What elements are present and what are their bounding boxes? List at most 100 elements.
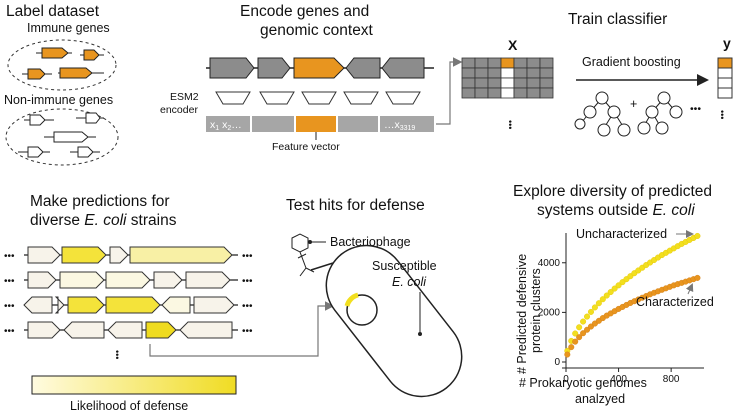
susceptible-label: Susceptible [372,259,437,273]
matrix-cell [500,87,515,99]
predicted-gene [105,296,161,314]
feature-vector-caption: Feature vector [272,141,340,153]
x-tick-label: 400 [610,374,627,385]
gene-arrow-2 [257,57,291,79]
predicted-gene [145,321,177,339]
decision-tree-1 [574,91,631,137]
track-dots-right: ••• [242,251,253,262]
predicted-gene [161,296,191,314]
plus-sign: + [630,97,637,111]
test-panel: Test hits for defense Bacteriophage Susc… [286,197,463,398]
track-dots-left: ••• [4,276,15,287]
data-point-characterized [564,351,571,358]
data-point-characterized [580,330,587,337]
predicted-genomes: •••••••••••••••••••••••• [4,246,253,339]
predicted-gene [54,296,65,314]
predicted-gene [179,321,233,339]
predict-title-line1: Make predictions for [30,193,170,210]
gradient-boosting-label: Gradient boosting [582,55,681,69]
x-axis-label-line2: analzyed [575,392,625,406]
x-tick-label: 0 [563,374,569,385]
matrix-cell [487,87,502,99]
predicted-gene [27,271,57,289]
predicted-gene [27,321,61,339]
track-dots-left: ••• [4,301,15,312]
matrix-cell [539,77,554,89]
data-point-uncharacterized [576,324,583,331]
x-axis-label: # Prokaryotic genomes [519,376,647,390]
matrix-cell [461,67,476,79]
predict-to-test-arrow [149,301,335,357]
genomes-more-dots: ••• [112,350,122,359]
nonimmune-genes-cluster [5,108,119,166]
data-point-uncharacterized [591,304,598,311]
decision-tree-2 [637,91,683,135]
matrix-cell [539,67,554,79]
feature-xn-sub: 3319 [400,125,416,132]
immune-genes-cluster [7,39,117,91]
bacteriophage-icon [291,233,315,277]
data-point-characterized [694,274,701,281]
predict-title-line2: diverse E. coli strains [30,212,177,229]
nonimmune-genes-label: Non-immune genes [4,93,113,107]
encode-title-line2: genomic context [260,22,374,39]
predicted-gene [193,296,235,314]
matrix-cell [500,67,515,79]
gene-arrow-5 [381,57,425,79]
ecoli-label: E. coli [392,275,427,289]
likelihood-label: Likelihood of defense [70,399,188,413]
legend-uncharacterized: Uncharacterized [576,227,667,241]
y-tick-label: 2000 [538,307,561,318]
y-tick-label: 0 [554,357,560,368]
feature-xn: x [395,119,401,131]
gene-arrow-immune [293,57,345,79]
matrix-cell [513,77,528,89]
matrix-cell [526,67,541,79]
svg-text:…x3319: …x3319 [384,119,415,132]
predicted-gene [23,296,53,314]
predicted-gene [27,246,61,264]
matrix-cell [513,67,528,79]
bacteriophage-label: Bacteriophage [330,235,411,249]
train-title: Train classifier [568,11,667,28]
matrix-cell [500,77,515,89]
matrix-x-label: X [508,37,518,53]
data-point-uncharacterized [587,308,594,315]
immune-gene-glyphs [22,47,104,80]
x-tick-label: 800 [663,374,680,385]
data-point-uncharacterized [694,232,701,239]
encode-to-train-arrow [436,57,463,125]
predicted-gene [185,271,231,289]
predicted-gene [107,321,143,339]
explore-title-line1: Explore diversity of predicted [513,183,712,200]
track-dots-right: ••• [242,301,253,312]
data-point-characterized [568,344,575,351]
matrix-dots: ••• [505,120,515,129]
predicted-gene [67,296,105,314]
encoder-label: encoder [160,104,198,116]
matrix-cell [487,57,502,69]
predicted-gene [63,321,105,339]
explore-panel: Explore diversity of predicted systems o… [513,183,714,406]
matrix-cell [474,87,489,99]
predicted-gene [105,271,151,289]
predicted-gene [153,271,183,289]
label-vector-dots: ••• [717,110,727,119]
matrix-cell [513,87,528,99]
feature-x1: x [210,119,216,131]
matrix-cell [526,77,541,89]
data-point-characterized [572,338,579,345]
trees-dots: ••• [690,103,701,115]
y-axis-label-line2: protein clusters [529,268,543,353]
label-vector-y: y [723,35,731,51]
immune-genes-label: Immune genes [27,21,110,35]
matrix-cell [461,77,476,89]
encoder-trapezoids [215,91,421,105]
y-axis-label: # Predicted defensive [515,254,529,374]
matrix-cell [487,77,502,89]
predicted-gene [109,246,129,264]
data-point-uncharacterized [611,285,618,292]
data-point-uncharacterized [595,300,602,307]
